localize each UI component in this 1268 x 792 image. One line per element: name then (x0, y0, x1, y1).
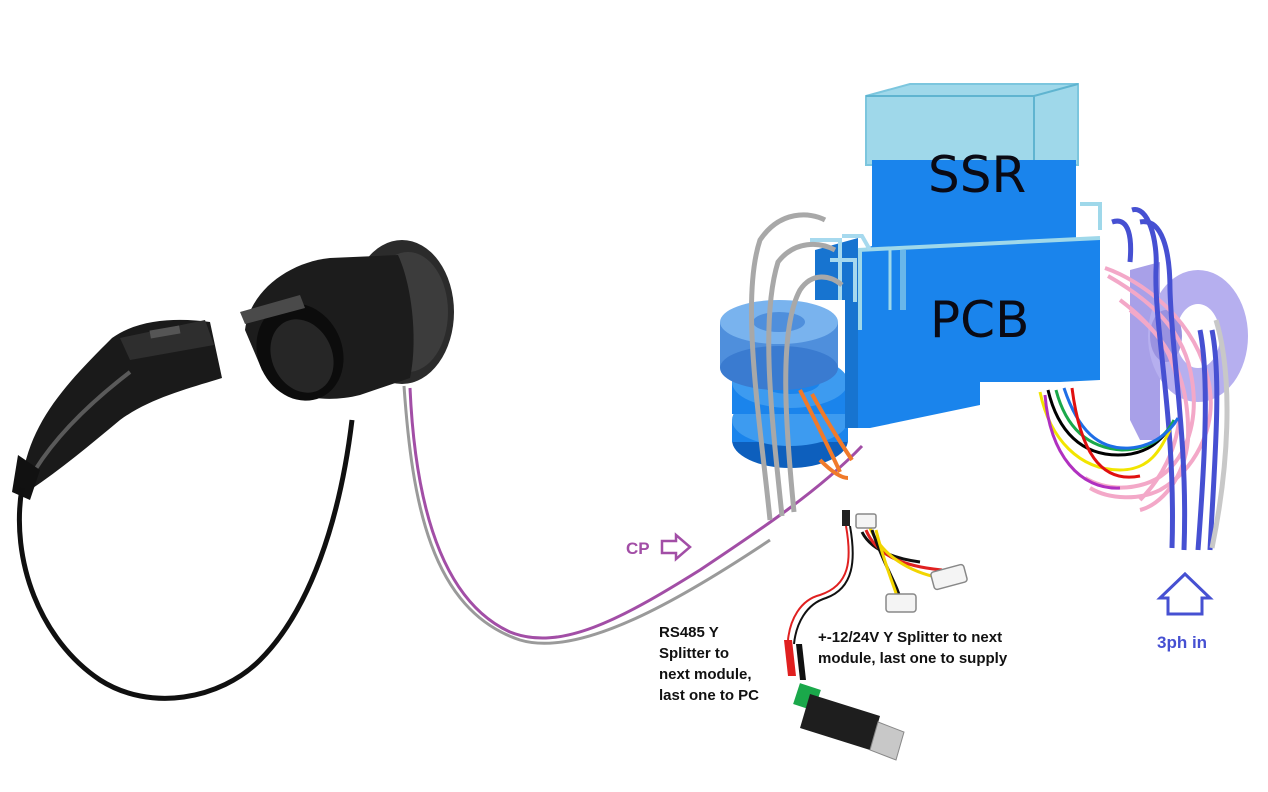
ev-socket-inlet-icon (240, 240, 454, 401)
grey-wire (402, 385, 771, 645)
sensor-orange-wires (798, 389, 854, 480)
molex-y-splitter-icon (787, 510, 968, 645)
module-signal-wires (1038, 387, 1180, 490)
sensor-grey-wires (748, 212, 844, 521)
ssr-block (865, 83, 1079, 252)
cp-label: CP (626, 539, 650, 558)
rs485-splitter-label: RS485 Y Splitter to next module, last on… (659, 624, 760, 704)
plug-cable (16, 419, 355, 701)
ssr-label: SSR (928, 146, 1027, 204)
grey-right-wire (1209, 319, 1230, 549)
three-phase-up-arrow-icon (1156, 571, 1214, 616)
pcb-block (815, 202, 1102, 428)
three-phase-label: 3ph in (1157, 633, 1208, 652)
usb-rs485-adapter-icon (784, 640, 905, 761)
cp-arrow-icon (660, 532, 692, 562)
power-splitter-label: +-12/24V Y Splitter to next module, last… (818, 629, 1008, 667)
pcb-label: PCB (930, 291, 1030, 349)
module-top-wires (810, 234, 872, 302)
ev-charging-connector-icon (12, 319, 222, 500)
three-phase-wires (1111, 207, 1220, 551)
